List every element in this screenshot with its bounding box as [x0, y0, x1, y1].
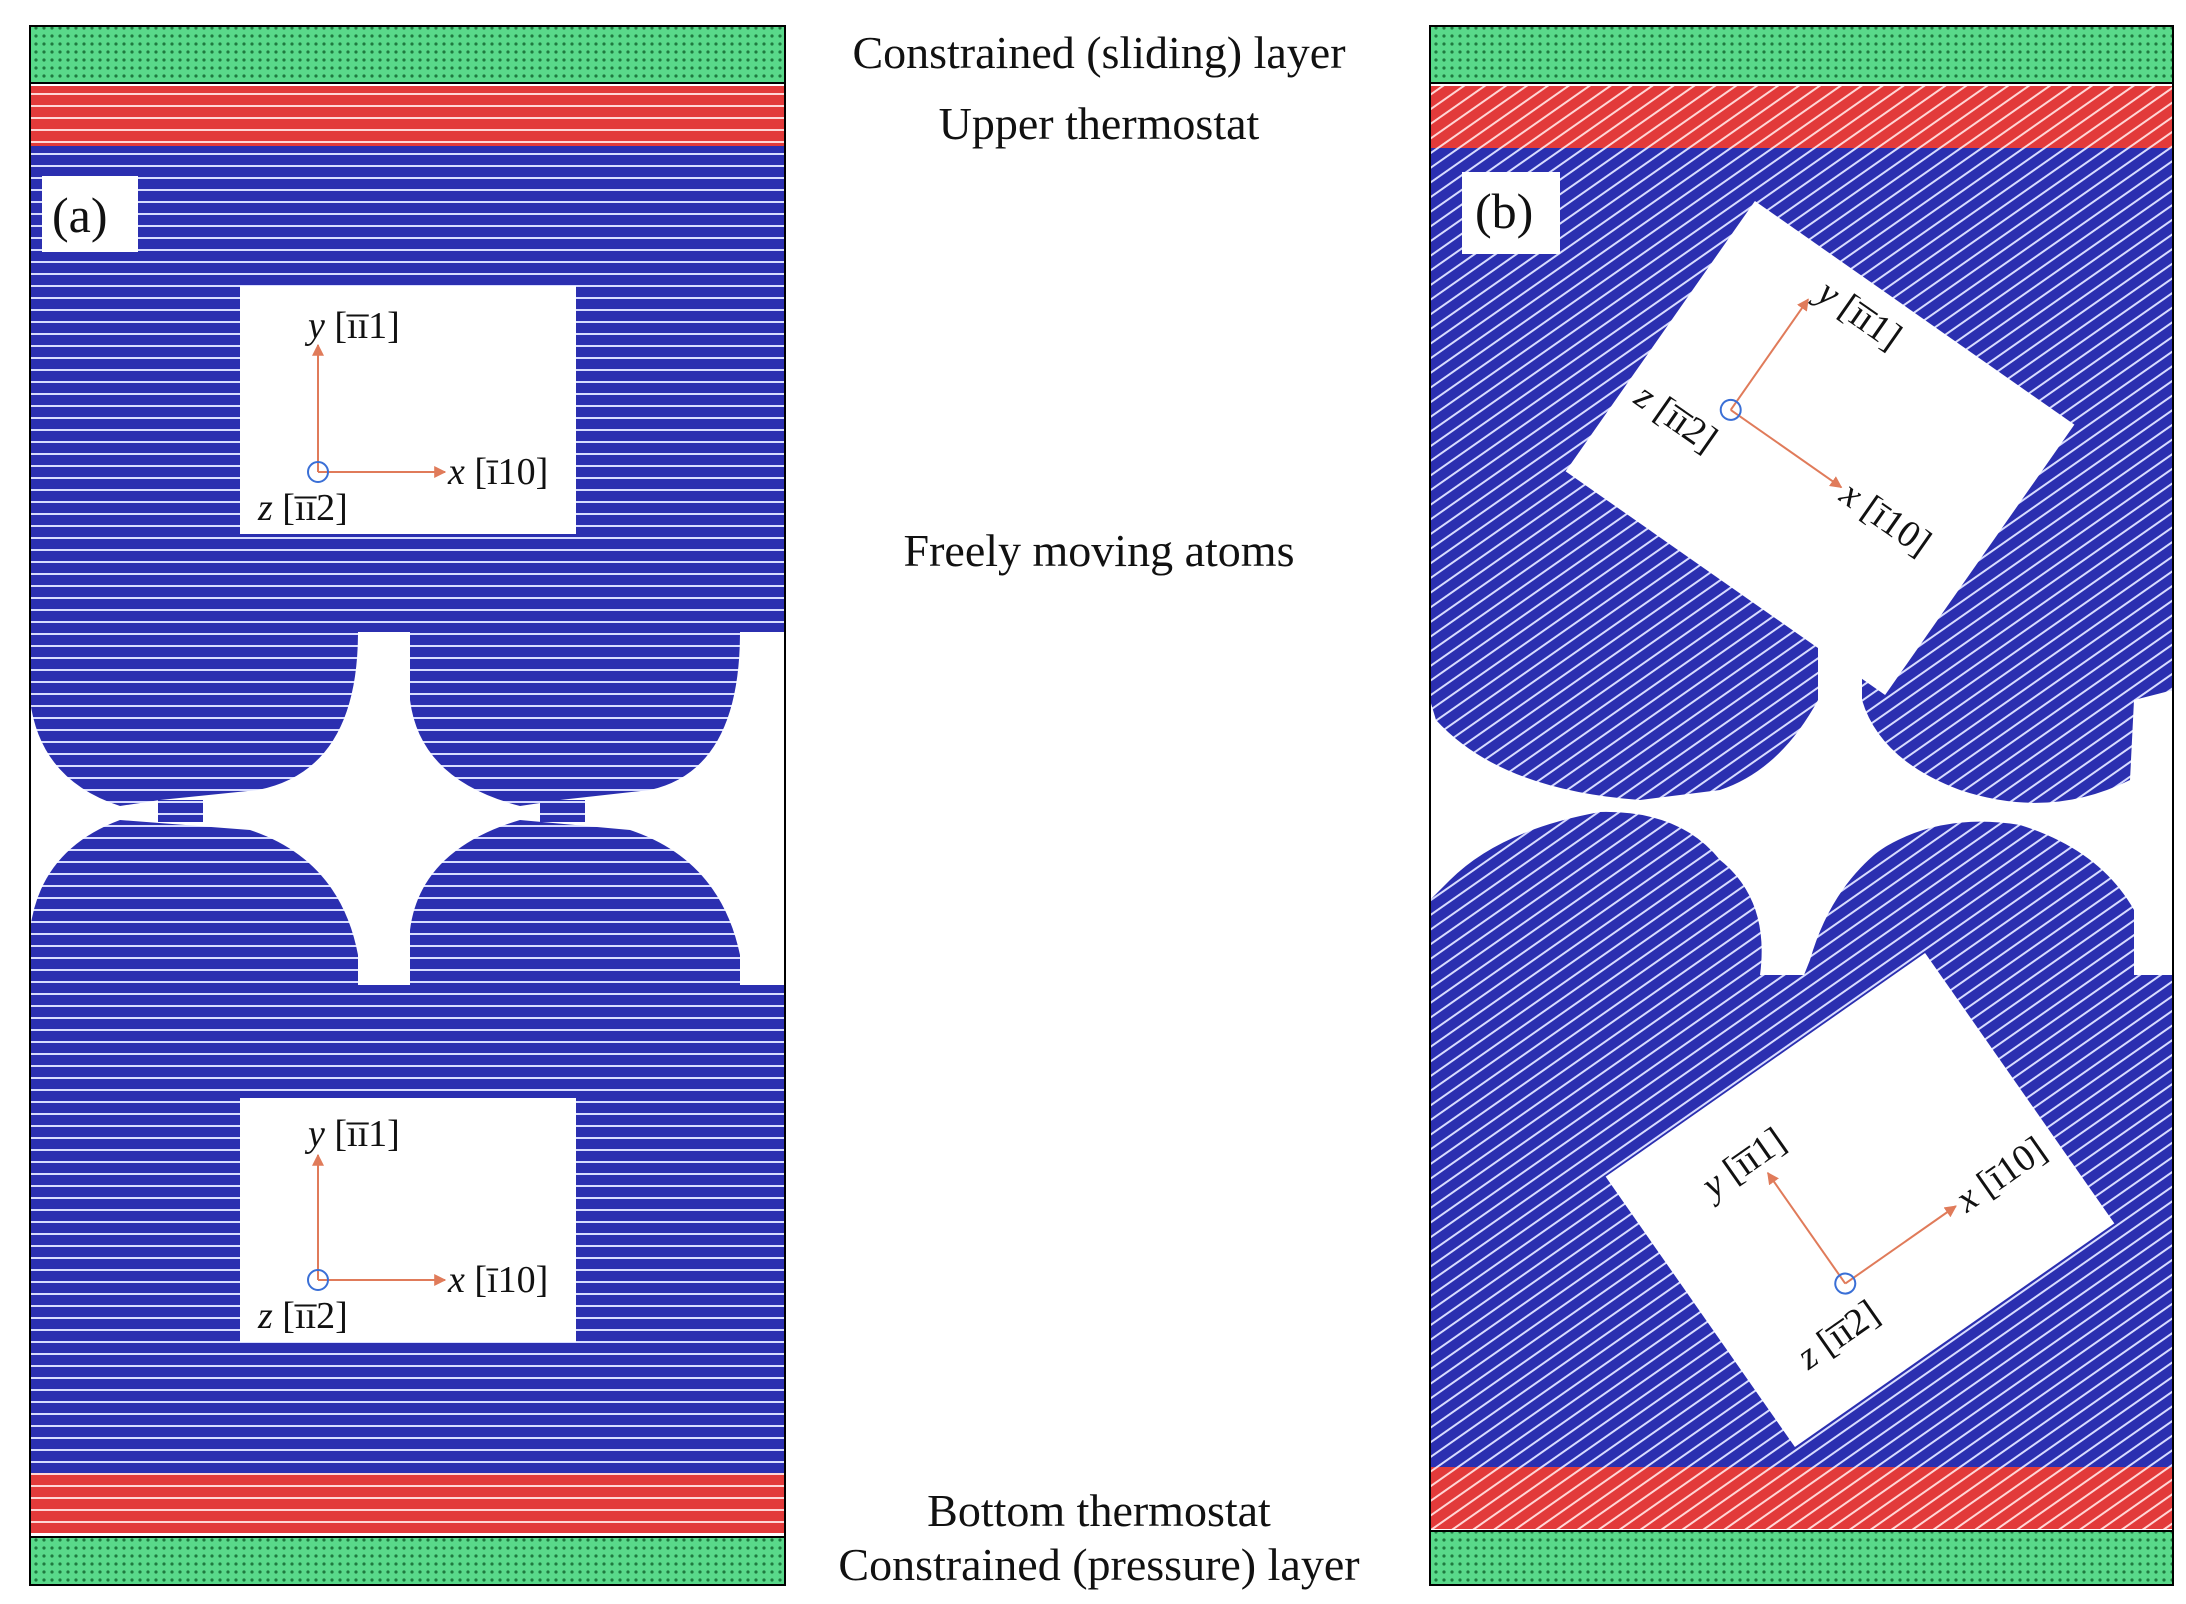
svg-text:y [īī1]: y [īī1] [304, 305, 400, 347]
panel-b-axes-upper: y [īī1] x [ī10] z [īī2] [1565, 200, 2075, 696]
panel-b-constrained-bottom [1429, 1530, 2174, 1586]
panel-a-thermostat-top [30, 86, 785, 146]
panel-b-spheres [1430, 632, 2173, 985]
panel-a-frame [29, 25, 786, 1586]
panel-a-thermostat-bottom [30, 1473, 785, 1533]
panel-a-constrained-top [29, 25, 786, 84]
z-axis-marker-icon [1834, 1272, 1857, 1295]
panel-b-tag: (b) [1475, 183, 1533, 239]
panel-a-upper-asperity-right [410, 632, 740, 806]
panel-b-upper-asperity-left [1430, 632, 1818, 800]
label-bottom-thermostat: Bottom thermostat [927, 1485, 1271, 1536]
label-upper-thermostat: Upper thermostat [938, 98, 1260, 149]
panel-a: (a) y [īī1] x [ī10] z [īī2] y [īī1] x [ī… [29, 25, 786, 1586]
panel-a-tag: (a) [52, 187, 108, 243]
panel-a-axes-lower: y [īī1] x [ī10] z [īī2] [240, 1098, 576, 1342]
panel-b-constrained-top [1429, 25, 2174, 84]
panel-b-thermostat-bottom [1430, 1467, 2173, 1529]
panel-a-lower-asperity-right [410, 820, 740, 985]
panel-a-spheres [30, 632, 740, 985]
z-axis-marker-icon [307, 1269, 329, 1291]
panel-b-lower-asperity-left [1430, 811, 1818, 985]
panel-b-axes-lower: y [īī1] x [ī10] z [īī2] [1605, 952, 2115, 1448]
svg-text:x [ī10]: x [ī10] [447, 1259, 548, 1301]
svg-text:z [īī2]: z [īī2] [257, 1295, 348, 1337]
z-axis-marker-icon [1719, 398, 1742, 421]
label-constrained-pressure-layer: Constrained (pressure) layer [838, 1539, 1360, 1590]
panel-a-axes-upper: y [īī1] x [ī10] z [īī2] [240, 286, 576, 534]
label-freely-moving-atoms: Freely moving atoms [903, 525, 1295, 576]
panel-a-lower-asperity-left [30, 820, 358, 985]
panel-b-thermostat-top [1430, 86, 2173, 148]
z-axis-marker-icon [307, 461, 329, 483]
label-constrained-sliding-layer: Constrained (sliding) layer [852, 27, 1346, 78]
panel-a-constrained-bottom [29, 1536, 786, 1586]
svg-text:y [īī1]: y [īī1] [304, 1113, 400, 1155]
panel-a-upper-asperity-left [30, 632, 358, 806]
panel-b-frame [1429, 25, 2174, 1586]
svg-text:z [īī2]: z [īī2] [257, 487, 348, 529]
panel-b: (b) y [īī1] x [ī10] z [īī2] y [īī1] x [ī… [1429, 25, 2174, 1586]
panel-b-lower-asperity-right [1800, 821, 2173, 985]
svg-text:x [ī10]: x [ī10] [447, 451, 548, 493]
panel-b-upper-asperity-right [1862, 632, 2173, 803]
